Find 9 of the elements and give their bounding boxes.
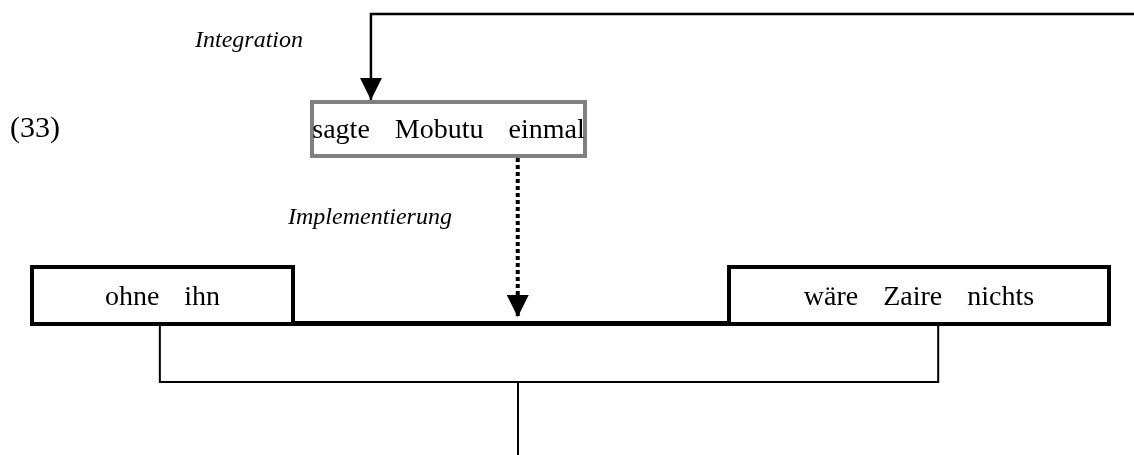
- word-text: ohne ihn: [104, 279, 221, 312]
- word-box: [727, 265, 1111, 326]
- word-box: [30, 265, 295, 326]
- example-number: (33): [10, 110, 60, 144]
- arrow: [359, 12, 1134, 100]
- word-box: [310, 100, 587, 158]
- word-text: sagte Mobutu einmal: [312, 113, 585, 145]
- word-text: wäre Zaire nichts: [803, 279, 1035, 312]
- arrow: [506, 158, 529, 317]
